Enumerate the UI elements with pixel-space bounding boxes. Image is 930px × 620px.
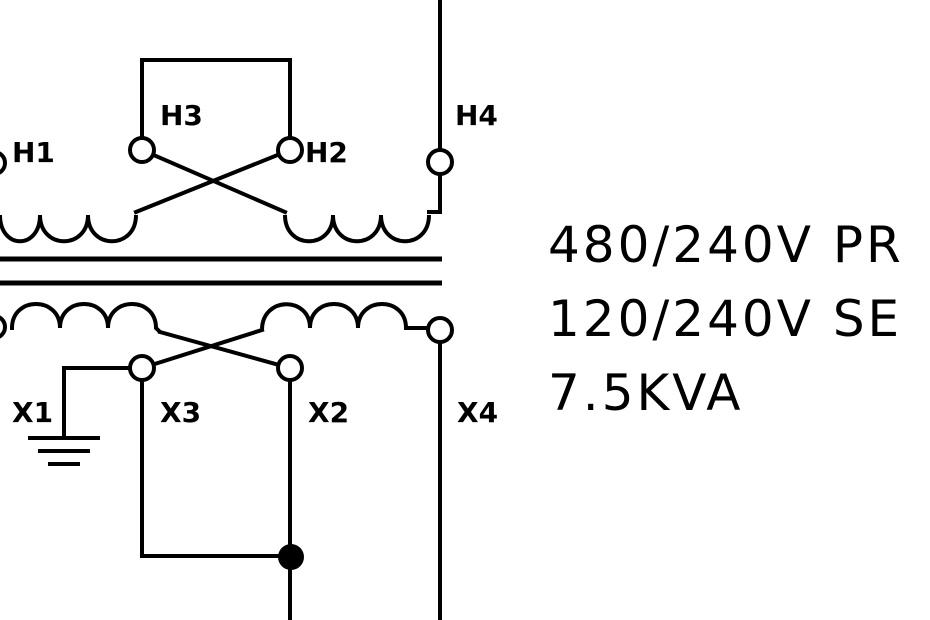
secondary-cross-x2 [139,327,265,371]
h3-h2-jumper [140,58,292,139]
label-x4: X4 [457,396,498,429]
secondary-coil-right [260,302,428,331]
spec-rating: 7.5KVA [548,364,744,422]
secondary-cross-x3 [157,329,293,371]
label-h4: H4 [455,99,498,132]
terminal-x3 [128,354,156,382]
secondary-winding [0,302,454,620]
terminal-h3 [128,136,156,164]
terminal-h1 [0,151,7,175]
junction-dot [278,544,304,570]
label-h2: H2 [305,136,348,169]
terminal-h4 [426,148,454,176]
terminal-x1 [0,315,7,339]
spec-primary: 480/240V PR [548,216,904,274]
primary-cross-h2 [133,147,293,215]
spec-block: 480/240V PR 120/240V SE 7.5KVA [548,216,904,422]
label-x1: X1 [12,396,53,429]
terminal-x4 [426,316,454,344]
terminal-x2 [276,354,304,382]
x1-ground-lead [62,366,132,440]
label-h3: H3 [160,99,203,132]
label-x3: X3 [160,396,201,429]
terminal-h2 [276,136,304,164]
transformer-core [0,256,442,286]
primary-coil-left [0,214,138,244]
label-h1: H1 [12,136,55,169]
spec-secondary: 120/240V SE [548,290,902,348]
secondary-coil-left [10,302,162,334]
x3-x2-jumper [140,379,292,558]
primary-coil-right [283,214,431,244]
primary-winding [0,0,454,244]
label-x2: X2 [308,396,349,429]
terminal-labels: H1 H3 H2 H4 X1 X3 X2 X4 [12,99,498,429]
h4-lead [427,174,442,214]
